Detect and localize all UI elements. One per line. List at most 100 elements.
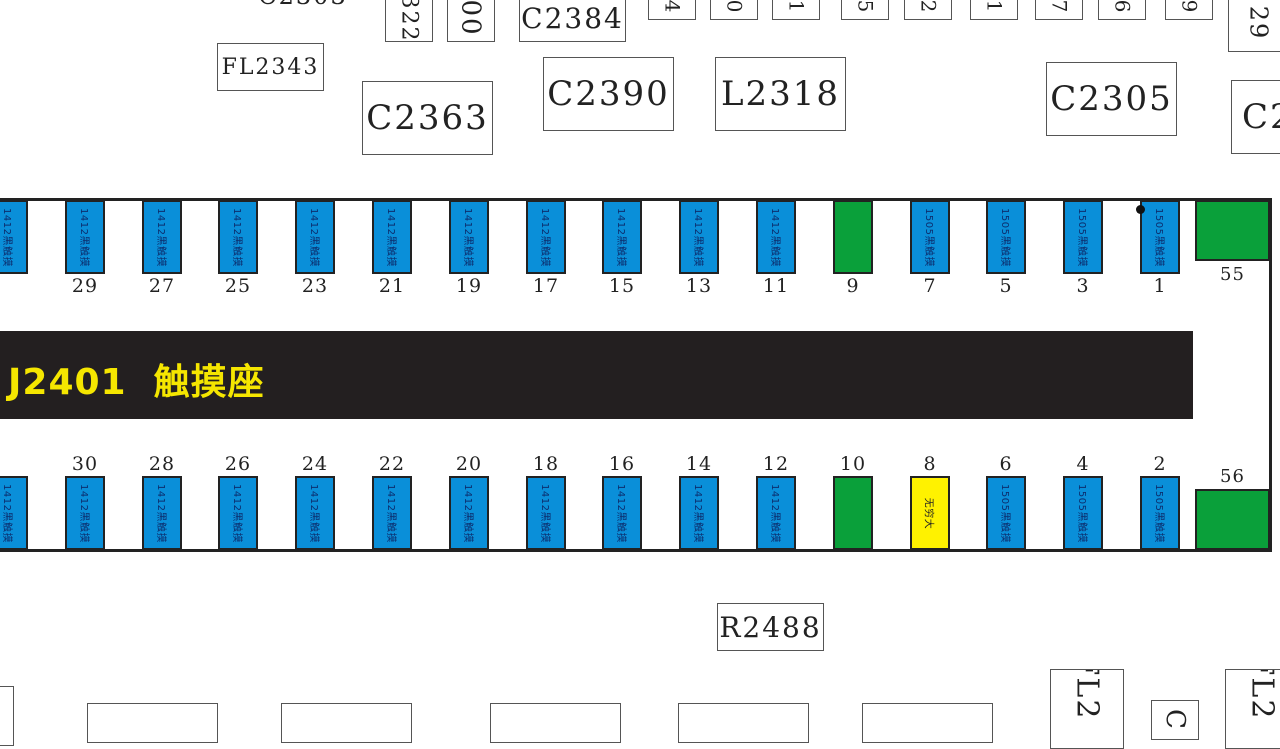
pin-label: 1412黑触摸 (384, 483, 396, 543)
component-c2390: C2390 (543, 57, 674, 131)
pin-1-marker-dot (1136, 205, 1145, 214)
pin-label: 1412黑触摸 (768, 483, 780, 543)
pin-number: 22 (378, 453, 406, 475)
component-6: 6 (1098, 0, 1146, 20)
pin-number: 21 (378, 275, 406, 297)
pin-label: 1412黑触摸 (691, 483, 703, 543)
pad-55 (1195, 200, 1270, 261)
pin-27: 1412黑触摸 (142, 200, 182, 274)
pin-number: 5 (999, 275, 1013, 297)
pin-number: 27 (148, 275, 176, 297)
component-0: 0 (710, 0, 758, 20)
component-bottom-box-2 (87, 703, 218, 743)
pin-2: 1505黑触摸 (1140, 476, 1180, 550)
component-c-bottom: C (1151, 700, 1199, 740)
component-2: 2 (904, 0, 952, 20)
pin-number: 19 (455, 275, 483, 297)
pin-number: 23 (301, 275, 329, 297)
component-fl2343: FL2343 (217, 43, 324, 91)
component-00: 00 (447, 0, 495, 42)
pin-number: 18 (532, 453, 560, 475)
pin-label: 1505黑触摸 (1075, 483, 1087, 543)
pin-7: 1505黑触摸 (910, 200, 950, 274)
pin-14: 1412黑触摸 (679, 476, 719, 550)
pin-label: 1505黑触摸 (1152, 483, 1164, 543)
pin-13: 1412黑触摸 (679, 200, 719, 274)
pin-number: 10 (839, 453, 867, 475)
pin-number: 11 (762, 275, 790, 297)
pin-20: 1412黑触摸 (449, 476, 489, 550)
pin-16: 1412黑触摸 (602, 476, 642, 550)
pin-number: 8 (923, 453, 937, 475)
pin-label: 1412黑触摸 (768, 207, 780, 267)
component-1b: 1 (970, 0, 1018, 20)
pin-11: 1412黑触摸 (756, 200, 796, 274)
component-322: 322 (385, 0, 433, 42)
component-29: 29 (1228, 0, 1280, 52)
pin-label: 1412黑触摸 (307, 207, 319, 267)
component-4: 4 (648, 0, 696, 20)
pin-number: 26 (224, 453, 252, 475)
component-c2363: C2363 (362, 81, 493, 155)
pin-number: 20 (455, 453, 483, 475)
pad-55-label: 55 (1220, 264, 1245, 285)
pin-label: 1412黑触摸 (230, 207, 242, 267)
pin-label: 1412黑触摸 (461, 207, 473, 267)
pin-label: 无穷大 (922, 497, 934, 529)
pin-24: 1412黑触摸 (295, 476, 335, 550)
pin-number: 16 (608, 453, 636, 475)
component-c2305: C2305 (1046, 62, 1177, 136)
pin-28: 1412黑触摸 (142, 476, 182, 550)
pin-5: 1505黑触摸 (986, 200, 1026, 274)
pin-label: 1412黑触摸 (614, 483, 626, 543)
pad-56-label: 56 (1220, 466, 1245, 487)
pin-partial-top_row: 1412黑触摸 (0, 200, 28, 274)
component-9: 9 (1165, 0, 1213, 20)
pin-number: 29 (71, 275, 99, 297)
pin-label: 1412黑触摸 (0, 207, 12, 267)
pin-3: 1505黑触摸 (1063, 200, 1103, 274)
pin-number: 1 (1153, 275, 1167, 297)
pin-18: 1412黑触摸 (526, 476, 566, 550)
component-fl-bottom-right: FL2 (1225, 669, 1280, 749)
pin-number: 28 (148, 453, 176, 475)
pin-label: 1505黑触摸 (998, 207, 1010, 267)
pin-17: 1412黑触摸 (526, 200, 566, 274)
pin-number: 12 (762, 453, 790, 475)
component-7: 7 (1035, 0, 1083, 20)
pin-number: 25 (224, 275, 252, 297)
pin-8: 无穷大 (910, 476, 950, 550)
pin-label: 1412黑触摸 (307, 483, 319, 543)
pin-19: 1412黑触摸 (449, 200, 489, 274)
component-r2488: R2488 (717, 603, 824, 651)
pin-number: 2 (1153, 453, 1167, 475)
pin-label: 1505黑触摸 (998, 483, 1010, 543)
component-fl-bottom-left: FL2 (1050, 669, 1124, 749)
pin-label: 1412黑触摸 (691, 207, 703, 267)
pin-label: 1412黑触摸 (0, 483, 12, 543)
pin-15: 1412黑触摸 (602, 200, 642, 274)
component-5: 5 (841, 0, 889, 20)
pin-10 (833, 476, 873, 550)
component-1a: 1 (772, 0, 820, 20)
pin-26: 1412黑触摸 (218, 476, 258, 550)
pin-number: 13 (685, 275, 713, 297)
pin-label: 1505黑触摸 (1075, 207, 1087, 267)
component-c2303: C2303 (255, 0, 351, 8)
pin-label: 1505黑触摸 (1152, 207, 1164, 267)
component-bottom-box-1 (0, 686, 14, 746)
pin-label: 1412黑触摸 (230, 483, 242, 543)
pin-label: 1412黑触摸 (77, 207, 89, 267)
pin-number: 30 (71, 453, 99, 475)
pin-label: 1412黑触摸 (384, 207, 396, 267)
pin-label: 1412黑触摸 (461, 483, 473, 543)
pin-21: 1412黑触摸 (372, 200, 412, 274)
pin-number: 6 (999, 453, 1013, 475)
pad-56 (1195, 489, 1270, 550)
pin-1: 1505黑触摸 (1140, 200, 1180, 274)
pin-9 (833, 200, 873, 274)
pin-29: 1412黑触摸 (65, 200, 105, 274)
pin-label: 1412黑触摸 (154, 483, 166, 543)
pin-number: 9 (846, 275, 860, 297)
connector-label-band (0, 331, 1193, 419)
